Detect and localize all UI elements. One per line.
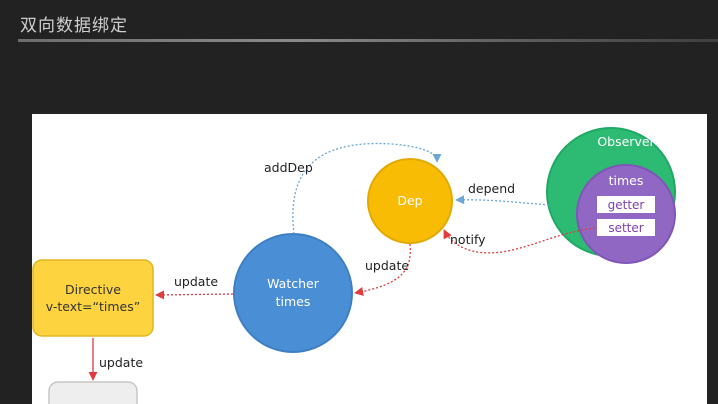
dep-label: Dep — [397, 193, 422, 208]
observer-times-label: times — [609, 173, 644, 188]
add-dep-edge — [292, 142, 442, 235]
data-binding-diagram: Observer times getter setter Dep Watcher… — [32, 127, 676, 404]
dep-node — [367, 158, 453, 244]
watcher-label-line2: times — [276, 294, 311, 309]
directive-node — [32, 259, 154, 337]
add-dep-label: addDep — [264, 160, 313, 175]
setter-box — [597, 219, 655, 236]
update-watcher-directive-edge — [155, 290, 234, 300]
update-dep-watcher-edge — [354, 243, 411, 296]
update-dep-watcher-label: update — [365, 258, 409, 273]
title-divider — [18, 39, 718, 42]
directive-label-line2: v-text=“times” — [46, 299, 140, 314]
update-directive-view-label: update — [99, 355, 143, 370]
observer-times-node — [576, 164, 676, 264]
directive-label-line1: Directive — [65, 282, 121, 297]
getter-box — [597, 196, 655, 213]
setter-label: setter — [608, 221, 643, 235]
notify-label: notify — [450, 232, 486, 247]
watcher-label-line1: Watcher — [267, 276, 320, 291]
view-node — [48, 381, 138, 404]
update-watcher-directive-label: update — [174, 274, 218, 289]
notify-edge — [443, 227, 596, 254]
depend-edge — [455, 195, 550, 206]
diagram-canvas: Observer times getter setter Dep Watcher… — [32, 114, 707, 404]
observer-label: Observer — [597, 134, 655, 149]
depend-label: depend — [468, 181, 515, 196]
slide-title: 双向数据绑定 — [20, 16, 128, 36]
watcher-node — [233, 233, 353, 353]
getter-label: getter — [608, 198, 645, 212]
